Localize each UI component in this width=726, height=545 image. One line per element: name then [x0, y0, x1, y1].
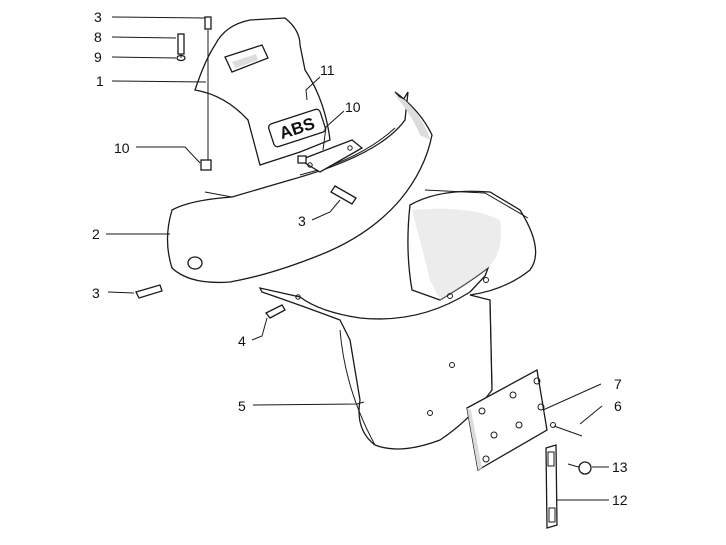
callout-3-top: 3: [94, 9, 102, 25]
part-7-plate-holder: [466, 368, 548, 472]
callout-10-right: 10: [345, 99, 361, 115]
part-5-inner-shield: [258, 189, 537, 450]
callout-10-left: 10: [114, 140, 130, 156]
callout-13: 13: [612, 459, 628, 475]
fastener-nut-10-right: [297, 155, 307, 164]
part-13-screw: [567, 461, 592, 475]
callout-5: 5: [238, 398, 246, 414]
part-2-front-panel: [166, 91, 433, 284]
fastener-screw-3-mid: [330, 185, 357, 205]
part-12-bracket: [545, 444, 558, 529]
fastener-nut-10-left: [200, 159, 212, 171]
fastener-screw-4: [264, 304, 286, 319]
callout-9: 9: [94, 49, 102, 65]
callout-11: 11: [320, 62, 335, 78]
part-6-pin: [550, 422, 583, 437]
callout-7: 7: [614, 376, 622, 392]
callout-8: 8: [94, 29, 102, 45]
callout-6: 6: [614, 398, 622, 414]
callout-3-left: 3: [92, 285, 100, 301]
callout-1: 1: [96, 73, 104, 89]
callout-4: 4: [238, 333, 246, 349]
fastener-screw-3-left: [135, 284, 163, 299]
assembly-axis-lines: [180, 30, 209, 160]
fastener-screw-8: [177, 33, 185, 55]
fastener-screw-3-top: [204, 16, 212, 30]
callout-3-mid: 3: [298, 213, 306, 229]
callout-2: 2: [92, 226, 100, 242]
leader-lines: [106, 16, 609, 501]
callout-12: 12: [612, 492, 628, 508]
part-1-top-cover: ABS: [194, 17, 331, 166]
